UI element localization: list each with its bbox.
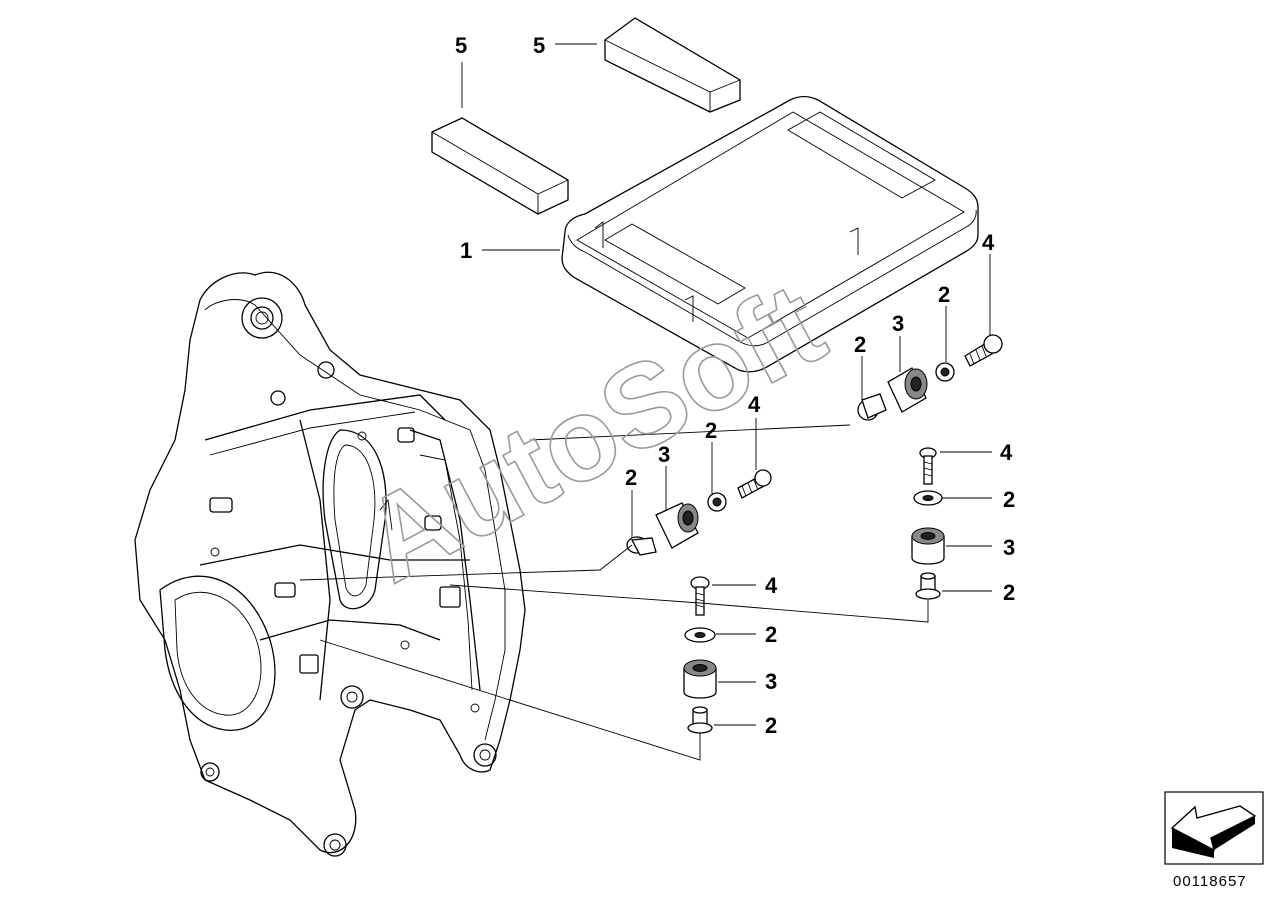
callout-2-e: 2: [1003, 487, 1015, 512]
mount-assembly-a: [626, 469, 772, 556]
callout-2-d: 2: [938, 282, 950, 307]
callout-2-g: 2: [765, 622, 777, 647]
callout-5-left: 5: [455, 33, 467, 58]
leader-lines: [299, 43, 992, 761]
callout-4-a: 4: [748, 392, 761, 417]
callout-4-b: 4: [982, 230, 995, 255]
arrow-back-icon: [1170, 805, 1257, 858]
callout-4-d: 4: [765, 573, 778, 598]
callout-3-c: 3: [1003, 535, 1015, 560]
callout-3-a: 3: [658, 442, 670, 467]
callout-1: 1: [460, 238, 472, 263]
callout-2-h: 2: [765, 713, 777, 738]
callout-2-f: 2: [1003, 580, 1015, 605]
callout-3-b: 3: [892, 311, 904, 336]
mount-assembly-d: [683, 576, 717, 734]
block-part-5-right: [604, 17, 741, 113]
block-part-5-left: [431, 117, 569, 215]
callout-2-c: 2: [854, 332, 866, 357]
callout-4-c: 4: [1000, 440, 1013, 465]
mount-assembly-c: [911, 447, 945, 600]
frame-drawing: [134, 271, 526, 857]
nav-box[interactable]: [1164, 791, 1264, 865]
document-number: 00118657: [1173, 873, 1247, 890]
tray-part-1: [561, 95, 979, 373]
callout-3-d: 3: [765, 669, 777, 694]
callouts: 5 5 1 2 3 2 4 2 3 2 4 4 2 3 2 4 2 3 2: [455, 33, 1015, 738]
mount-assembly-b: [857, 334, 1003, 421]
callout-2-b: 2: [705, 418, 717, 443]
callout-2-a: 2: [625, 465, 637, 490]
callout-5-right: 5: [533, 33, 545, 58]
